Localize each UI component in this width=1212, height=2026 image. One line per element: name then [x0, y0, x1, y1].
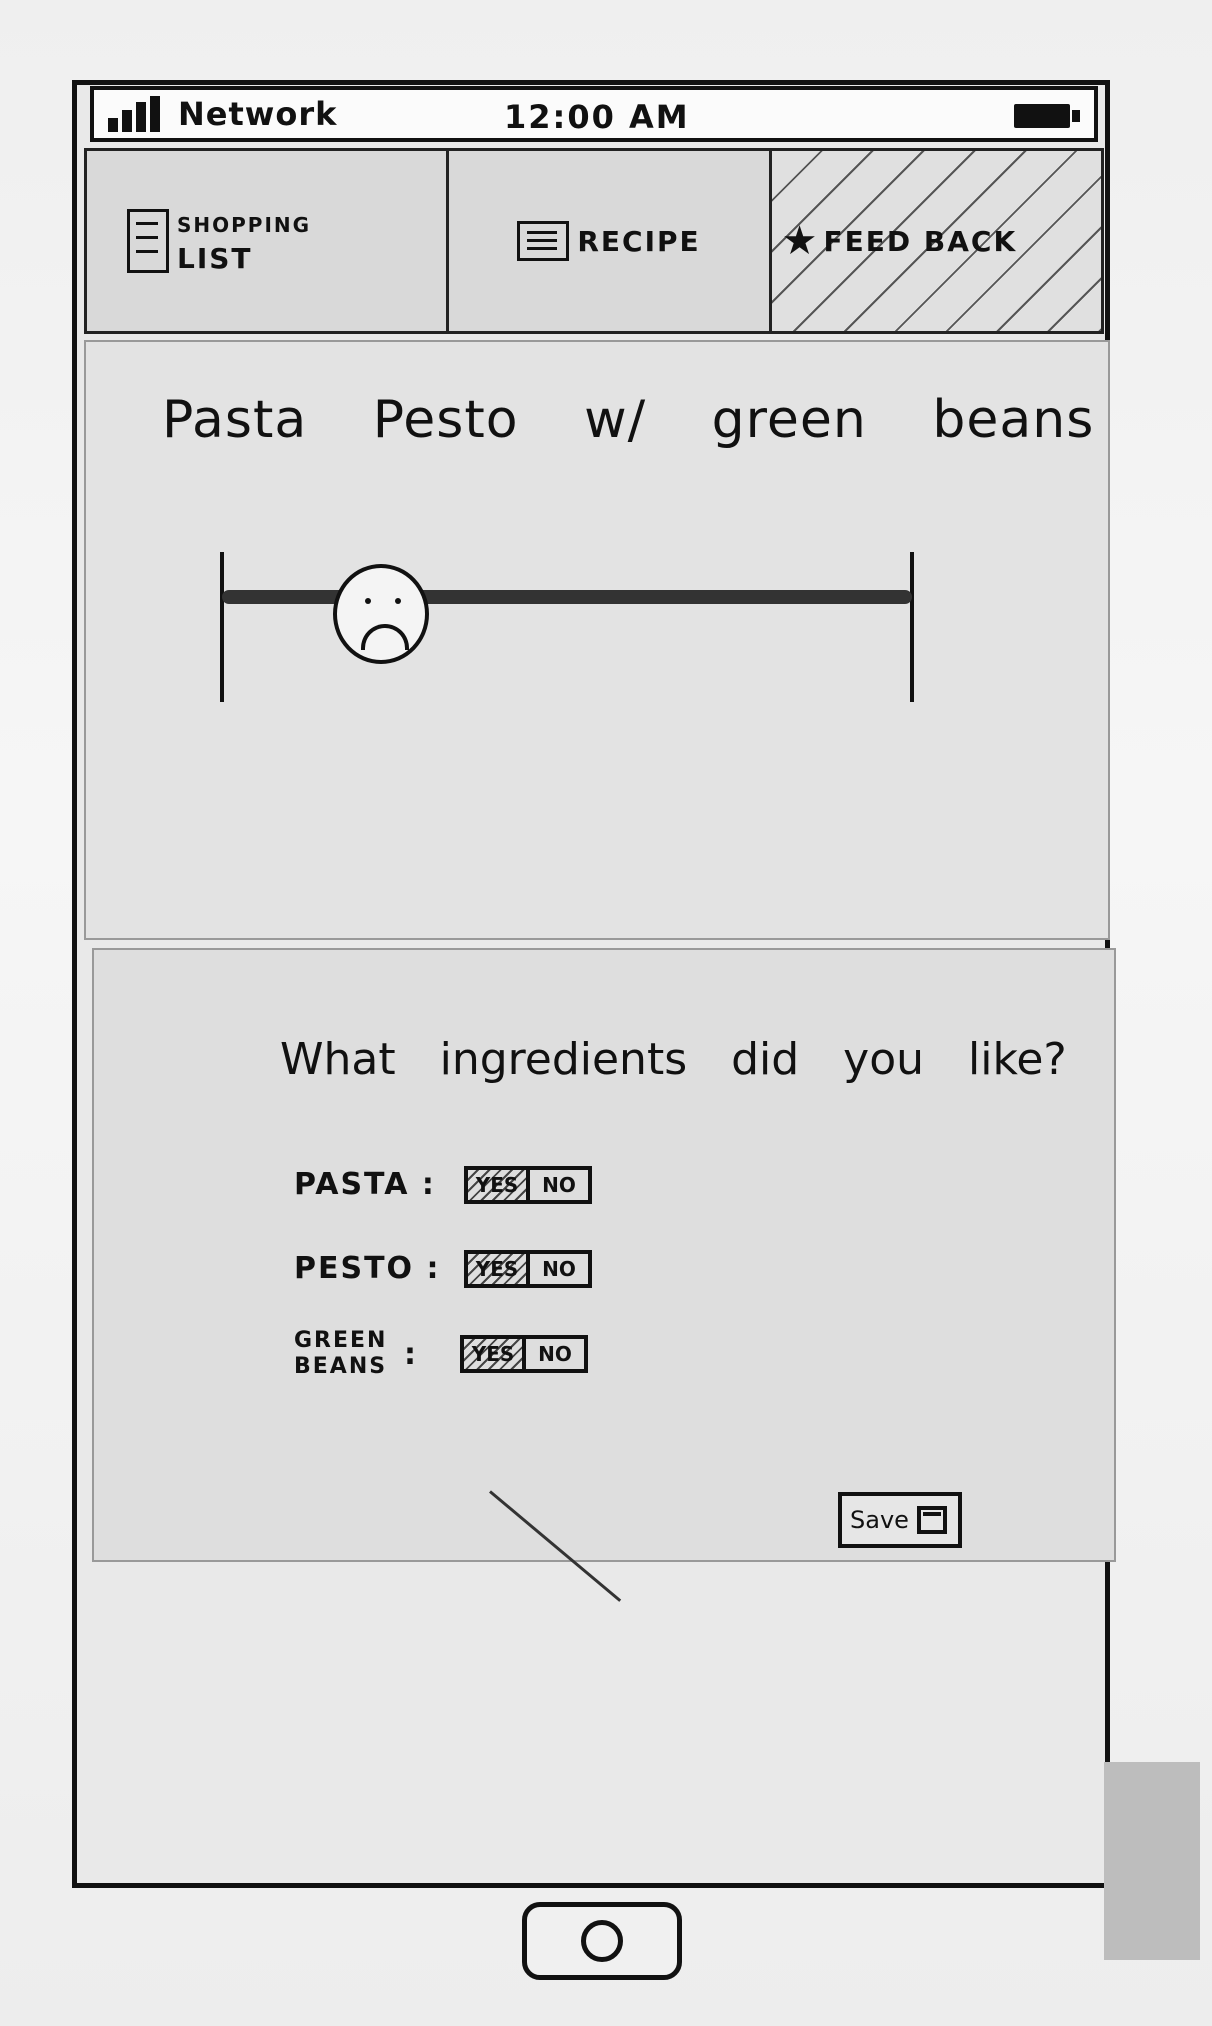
network-label: Network	[178, 95, 338, 133]
recipe-icon	[517, 221, 570, 261]
tab-feedback-label: Feed back	[823, 224, 1018, 258]
tab-feedback[interactable]: ★ Feed back	[772, 151, 1101, 331]
label-separator: :	[404, 1336, 416, 1372]
save-icon	[916, 1506, 947, 1534]
yes-option[interactable]: YES	[468, 1254, 526, 1284]
rating-slider[interactable]	[222, 590, 912, 604]
clock: 12:00 AM	[504, 98, 690, 136]
yes-option[interactable]: YES	[468, 1170, 526, 1200]
question-text: What ingredients did you like?	[280, 1034, 1067, 1085]
no-option[interactable]: NO	[526, 1170, 588, 1200]
dish-title: Pasta Pesto w/ green beans	[162, 390, 1095, 450]
tab-recipe-label: Recipe	[577, 224, 701, 258]
tab-shopping-list-label-2: List	[177, 241, 253, 275]
save-button[interactable]: Save	[838, 1492, 962, 1548]
tab-shopping-list[interactable]: Shopping List	[87, 151, 450, 331]
status-bar: Network 12:00 AM	[90, 86, 1098, 142]
ingredient-row-green-beans: Green Beans : YES NO	[294, 1328, 588, 1380]
tab-bar: Shopping List Recipe ★ Feed back	[84, 148, 1104, 334]
list-icon	[127, 209, 169, 273]
ingredient-label-line-2: Beans	[294, 1354, 388, 1379]
home-button[interactable]	[522, 1902, 682, 1980]
rating-card: Pasta Pesto w/ green beans	[84, 340, 1110, 940]
tab-recipe[interactable]: Recipe	[449, 151, 772, 331]
ingredient-row-pesto: Pesto : YES NO	[294, 1250, 592, 1288]
yes-option[interactable]: YES	[464, 1339, 522, 1369]
tape-strip	[1104, 1762, 1200, 1960]
ingredient-row-pasta: Pasta : YES NO	[294, 1166, 592, 1204]
ingredient-label-line-1: Green	[294, 1328, 388, 1353]
sad-face-icon[interactable]	[332, 564, 429, 664]
battery-icon	[1014, 104, 1080, 128]
ingredient-label: Pasta :	[294, 1167, 436, 1202]
slider-min-tick	[220, 552, 224, 702]
no-option[interactable]: NO	[522, 1339, 584, 1369]
home-icon	[581, 1920, 623, 1962]
ingredient-label: Green Beans	[294, 1328, 464, 1380]
star-icon: ★	[781, 218, 818, 264]
yes-no-toggle: YES NO	[464, 1250, 592, 1288]
yes-no-toggle: YES NO	[460, 1335, 588, 1373]
yes-no-toggle: YES NO	[464, 1166, 592, 1204]
signal-strength-icon	[108, 96, 160, 132]
feedback-card: What ingredients did you like? Pasta : Y…	[92, 948, 1116, 1562]
slider-max-tick	[910, 552, 914, 702]
save-button-label: Save	[850, 1506, 909, 1534]
ingredient-label: Pesto :	[294, 1251, 441, 1286]
tab-shopping-list-label-1: Shopping	[177, 212, 312, 237]
no-option[interactable]: NO	[526, 1254, 588, 1284]
